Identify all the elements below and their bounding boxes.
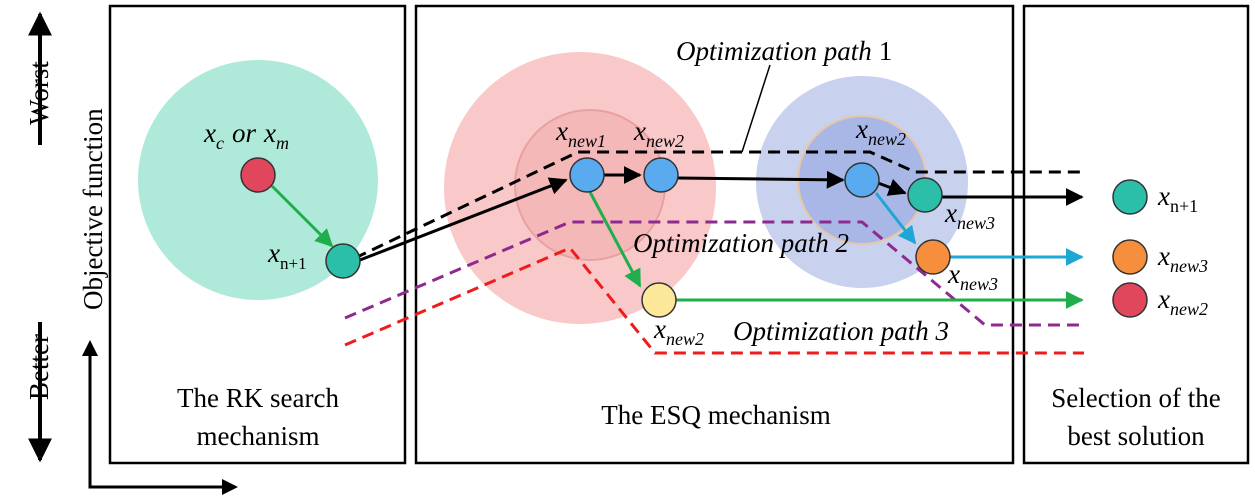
label-xnew2-bottom: xnew2 bbox=[653, 314, 704, 349]
selection-caption-line1: Selection of the bbox=[1051, 383, 1220, 413]
corner-axes bbox=[88, 345, 230, 489]
node-xc-xm bbox=[240, 157, 276, 193]
legend-xn1-swatch bbox=[1112, 179, 1148, 215]
rk-panel bbox=[108, 4, 407, 465]
node-xn1 bbox=[325, 243, 361, 279]
optimization-path-2-label: Optimization path 2 bbox=[633, 228, 849, 258]
node-xnew3-teal bbox=[907, 177, 943, 213]
arrow-xnew2-to-xnew3 bbox=[877, 178, 907, 196]
legend-xnew3-label: xnew3 bbox=[1157, 241, 1208, 276]
worst-label: Worst bbox=[24, 61, 54, 125]
optimization-path-3-line bbox=[344, 246, 1084, 355]
legend-xnew2-label: xnew2 bbox=[1157, 284, 1208, 319]
node-xnew1 bbox=[569, 157, 605, 193]
label-xnew1: xnew1 bbox=[555, 116, 606, 151]
rk-caption-line2: mechanism bbox=[197, 421, 320, 451]
label-xnew3-b: xnew3 bbox=[947, 259, 998, 294]
legend-xn1-label: xn+1 bbox=[1157, 181, 1198, 216]
arrow-xnew1-to-xnew2-bottom bbox=[588, 191, 642, 288]
node-xnew2-right bbox=[844, 162, 880, 198]
optimization-path-3-label: Optimization path 3 bbox=[733, 316, 949, 346]
objective-function-label: Objective function bbox=[78, 108, 108, 310]
label-xnew2-top: xnew2 bbox=[633, 116, 684, 151]
legend-xnew2-swatch bbox=[1112, 282, 1148, 318]
node-xnew3-orange bbox=[915, 239, 951, 275]
selection-panel bbox=[1022, 4, 1250, 465]
label-xnew2-right: xnew2 bbox=[855, 114, 906, 149]
better-label: Better bbox=[24, 334, 54, 400]
selection-caption-line2: best solution bbox=[1067, 421, 1205, 451]
axis-group: Worst Better Objective function bbox=[24, 11, 238, 495]
esq-caption: The ESQ mechanism bbox=[601, 400, 830, 430]
arrow-xnew2-to-xnew2 bbox=[677, 170, 845, 189]
arrow-xnew2-to-xnew3-orange bbox=[874, 192, 917, 245]
arrow-xc-to-xn1 bbox=[270, 184, 334, 248]
rk-caption-line1: The RK search bbox=[177, 383, 339, 413]
legend-xnew3-swatch bbox=[1112, 239, 1148, 275]
label-xnew3-a: xnew3 bbox=[944, 198, 995, 233]
legend: xn+1 xnew3 xnew2 bbox=[1112, 179, 1208, 319]
node-xnew2-top bbox=[643, 157, 679, 193]
node-xnew2-bottom bbox=[641, 282, 677, 318]
esq-panel bbox=[414, 4, 1015, 465]
label-xn1: xn+1 bbox=[267, 238, 307, 273]
corner-axis-arrow-right bbox=[222, 479, 238, 495]
optimization-path-2-line bbox=[344, 220, 1084, 327]
optimization-path-1-line bbox=[354, 150, 1084, 260]
arrow-xn1-to-xnew1 bbox=[359, 177, 568, 262]
path-1-callout bbox=[741, 64, 771, 153]
corner-axis-arrow-up bbox=[82, 340, 98, 356]
